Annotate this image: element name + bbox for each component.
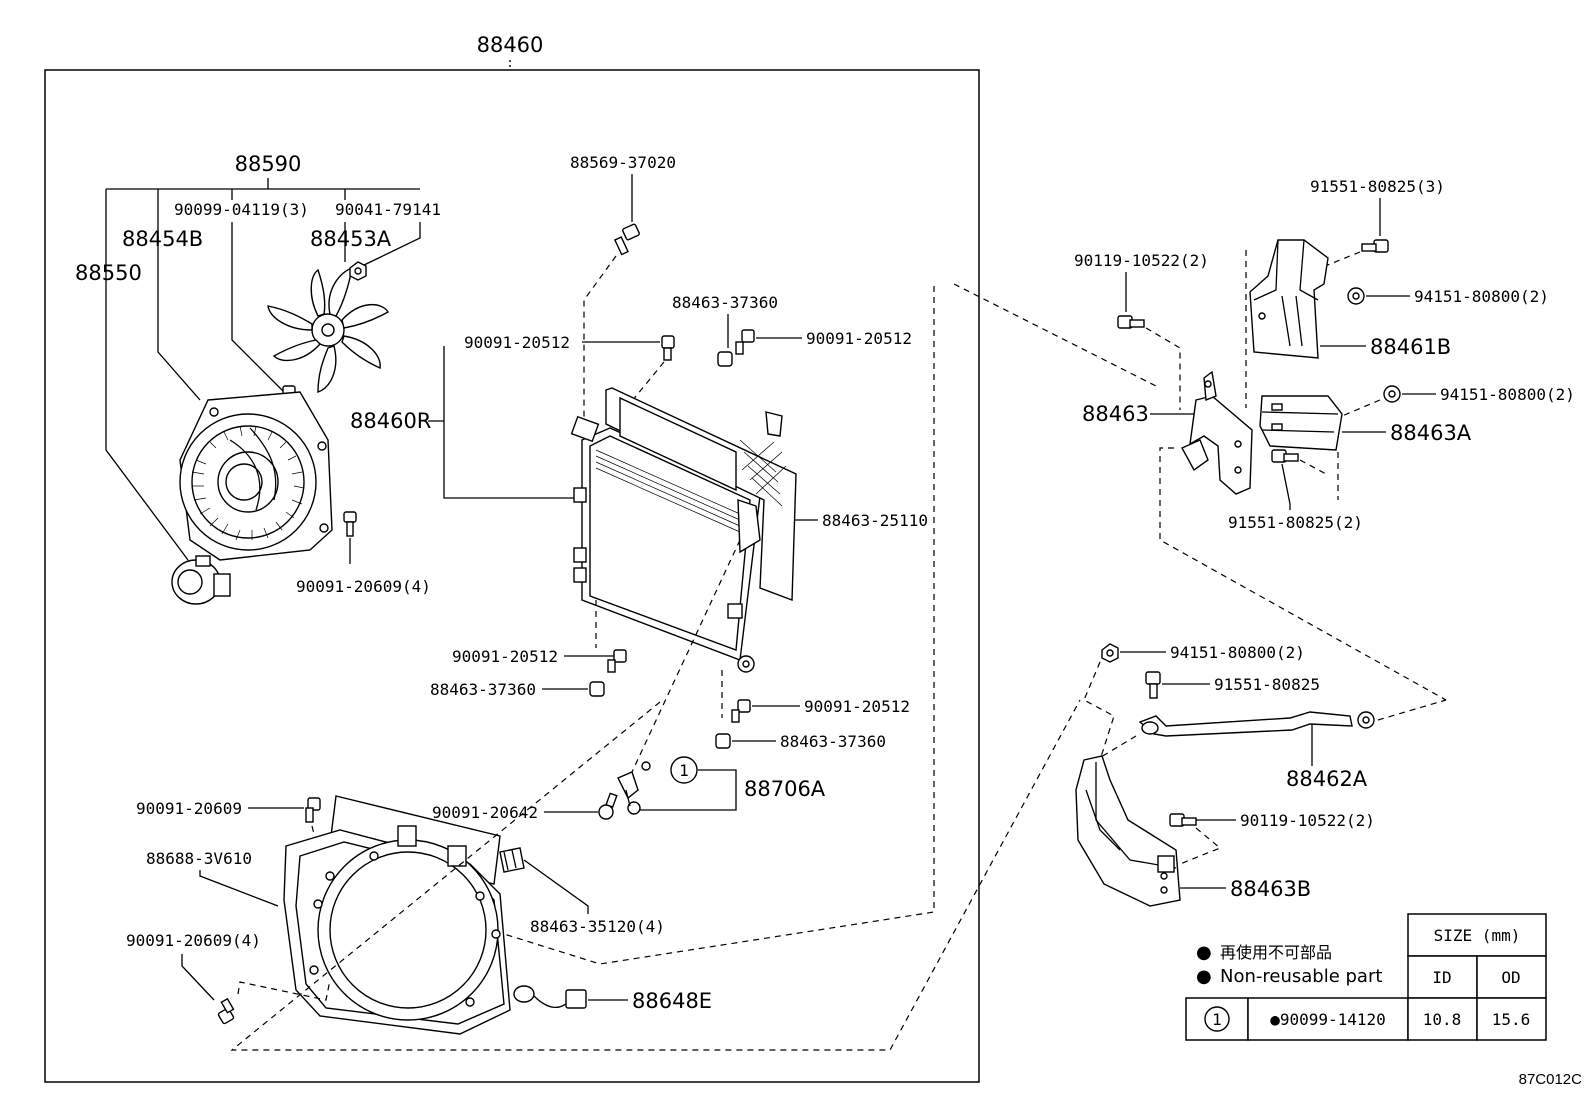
nut-94151-80800-2-b: [1383, 385, 1401, 403]
label-94151-80800-2-a: 94151-80800(2): [1414, 287, 1549, 306]
label-88461b: 88461B: [1370, 335, 1451, 359]
label-88463-35120-4: 88463-35120(4): [530, 917, 665, 936]
fan-shroud-88454b: [179, 391, 333, 561]
size-table: SIZE (mm) ID OD 1 ●90099-14120 10.8 15.6: [1185, 913, 1547, 1041]
label-94151-80800-2-c: 94151-80800(2): [1170, 643, 1305, 662]
bolt-90091-20512-a: [661, 335, 675, 361]
bolt-91551-80825-2: [1271, 449, 1299, 463]
nut-94151-80800-2-a: [1347, 287, 1365, 305]
size-row-id: 10.8: [1423, 1010, 1462, 1029]
label-90091-20512-b: 90091-20512: [806, 329, 912, 348]
label-90091-20609: 90091-20609: [136, 799, 242, 818]
bracket-88461b: [1249, 239, 1329, 359]
condenser-88460r: [570, 415, 761, 673]
label-88463-37360-a: 88463-37360: [672, 293, 778, 312]
label-88462a: 88462A: [1286, 767, 1368, 791]
figure-code: 87C012C: [1519, 1071, 1583, 1088]
bolt-90119-10522-2-a: [1117, 315, 1145, 329]
o-ring-callout-circle: [670, 756, 698, 784]
legend-bullet-en: ●: [1196, 966, 1212, 987]
bolt-90091-20609-lower: [217, 997, 235, 1025]
fan-motor-88550: [171, 555, 231, 605]
insulator-88463-37360-a: [717, 351, 733, 367]
bolt-90091-20642: [598, 792, 618, 820]
bolt-90091-20609: [305, 797, 321, 823]
bolt-90091-20512-d: [731, 699, 751, 723]
label-94151-80800-2-b: 94151-80800(2): [1440, 385, 1575, 404]
label-90041-79141: 90041-79141: [335, 200, 441, 219]
bolt-90091-20609-upper: [343, 511, 357, 537]
bracket-88463: [1181, 370, 1253, 495]
label-90119-10522-2-a: 90119-10522(2): [1074, 251, 1209, 270]
size-col-id: ID: [1432, 968, 1451, 987]
label-91551-80825-2: 91551-80825(2): [1228, 513, 1363, 532]
label-88463-37360-c: 88463-37360: [780, 732, 886, 751]
label-90091-20642: 90091-20642: [432, 803, 538, 822]
label-88463-37360-b: 88463-37360: [430, 680, 536, 699]
label-91551-80825: 91551-80825: [1214, 675, 1320, 694]
label-88454b: 88454B: [122, 227, 203, 251]
stay-88462a: [1138, 711, 1375, 737]
bolt-90091-20512-b: [735, 329, 755, 355]
bolt-88569-37020: [613, 223, 640, 256]
nut-94151-80800-2-c: [1101, 643, 1119, 663]
bolt-90091-20512-c: [607, 649, 627, 673]
label-88706a: 88706A: [744, 777, 826, 801]
cushion-88463-35120: [499, 847, 525, 873]
label-88463a: 88463A: [1390, 421, 1472, 445]
bracket-88463b: [1075, 755, 1181, 907]
label-90091-20512-a: 90091-20512: [464, 333, 570, 352]
insulator-88463-37360-b: [589, 681, 605, 697]
label-88453a: 88453A: [310, 227, 392, 251]
nut-90041-79141: [349, 261, 367, 281]
bracket-88463a: [1259, 395, 1343, 451]
legend-bullet-jp: ●: [1196, 942, 1212, 963]
label-88463: 88463: [1082, 402, 1149, 426]
label-90119-10522-2-b: 90119-10522(2): [1240, 811, 1375, 830]
legend-en-text: Non-reusable part: [1220, 966, 1382, 987]
label-88590: 88590: [235, 152, 302, 176]
bolt-91551-80825: [1145, 671, 1161, 699]
label-88460r: 88460R: [350, 409, 431, 433]
size-row-ref: 1: [1212, 1010, 1222, 1029]
size-row-od: 15.6: [1492, 1010, 1531, 1029]
label-91551-80825-3: 91551-80825(3): [1310, 177, 1445, 196]
size-col-od: OD: [1501, 968, 1520, 987]
pipe-88706a: [617, 771, 641, 815]
label-88550: 88550: [75, 261, 142, 285]
fan-blade-88453a: [267, 266, 389, 393]
label-90091-20609-4-upper: 90091-20609(4): [296, 577, 431, 596]
seal-88463-25110: [605, 387, 797, 601]
assembly-88460-frame: [44, 69, 980, 1083]
label-88688-3v610: 88688-3V610: [146, 849, 252, 868]
bolt-91551-80825-3: [1361, 239, 1389, 253]
label-88463b: 88463B: [1230, 877, 1311, 901]
label-88463-25110: 88463-25110: [822, 511, 928, 530]
callout-number-1: 1: [679, 761, 689, 780]
bolt-90119-10522-2-b: [1169, 813, 1197, 827]
harness-88648e: [513, 985, 587, 1009]
label-90091-20512-d: 90091-20512: [804, 697, 910, 716]
legend-jp-text: 再使用不可部品: [1220, 943, 1332, 962]
label-90091-20512-c: 90091-20512: [452, 647, 558, 666]
size-row-part: ●90099-14120: [1270, 1010, 1386, 1029]
size-header: SIZE (mm): [1434, 926, 1521, 945]
label-88460: 88460: [477, 33, 544, 57]
shroud-88688-3v610: [283, 795, 511, 1035]
insulator-88463-37360-c: [715, 733, 731, 749]
label-90091-20609-4-lower: 90091-20609(4): [126, 931, 261, 950]
label-90099-04119: 90099-04119(3): [174, 200, 309, 219]
label-88569-37020: 88569-37020: [570, 153, 676, 172]
label-88648e: 88648E: [632, 989, 712, 1013]
